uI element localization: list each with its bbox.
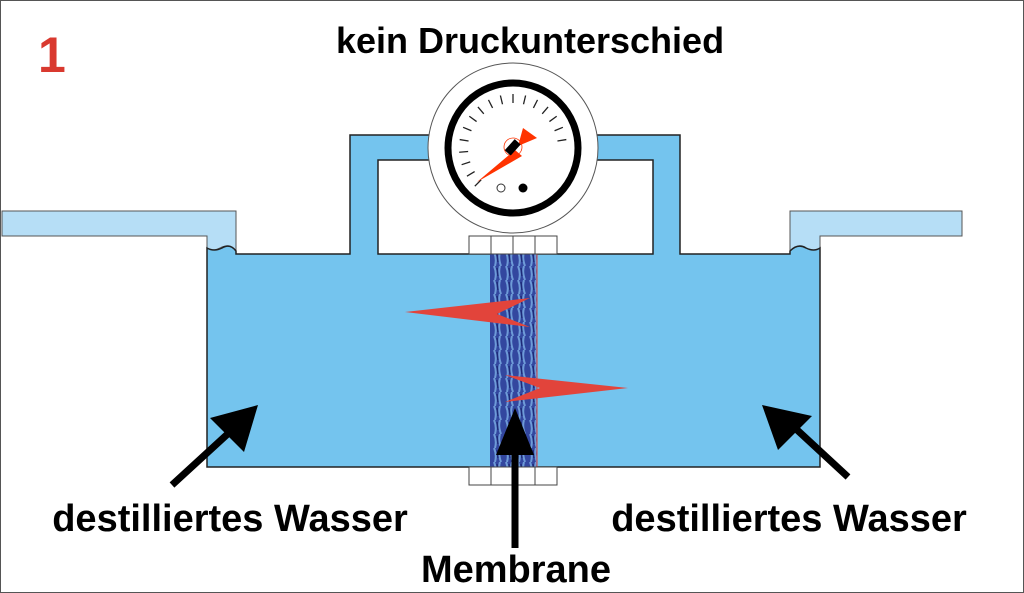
pointer-arrow-left — [169, 405, 258, 488]
gauge-tick — [459, 138, 469, 142]
figure-number: 1 — [38, 27, 66, 83]
red-flow-arrow-right — [505, 375, 628, 402]
pressure-gauge — [427, 62, 599, 234]
bottom-clamp — [468, 466, 558, 486]
red-flow-arrow-left — [405, 298, 530, 327]
left-overflow-trough — [1, 210, 237, 253]
gauge-tick — [499, 95, 504, 105]
label-right-water: destilliertes Wasser — [611, 498, 967, 540]
pointer-arrow-membrane — [496, 408, 534, 548]
gauge-tick — [468, 115, 477, 123]
gauge-tick — [554, 126, 564, 132]
gauge-tick — [462, 126, 472, 132]
right-overflow-trough — [789, 210, 963, 253]
gauge-tick — [461, 161, 471, 166]
gauge-tick — [549, 115, 558, 123]
title: kein Druckunterschied — [336, 20, 724, 61]
label-membrane: Membrane — [421, 549, 611, 591]
top-clamp — [468, 235, 558, 255]
gauge-tick — [522, 95, 527, 105]
label-left-water: destilliertes Wasser — [52, 498, 408, 540]
gauge-tick — [477, 106, 485, 115]
gauge-indicator-filled — [518, 183, 528, 193]
gauge-tick — [459, 150, 469, 153]
gauge-needle — [477, 150, 522, 182]
gauge-ticks — [459, 94, 567, 187]
gauge-tick — [532, 99, 539, 109]
pointer-arrow-right — [762, 405, 851, 480]
gauge-tick — [541, 106, 549, 115]
gauge-tick — [474, 179, 482, 187]
gauge-tick — [466, 170, 475, 177]
gauge-tick — [487, 99, 494, 109]
gauge-indicator-open — [496, 183, 506, 193]
gauge-tick — [557, 138, 567, 142]
